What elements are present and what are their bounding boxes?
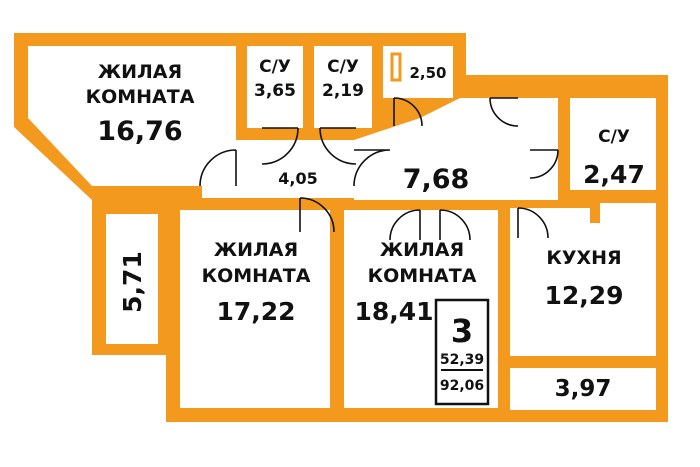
door-arc [199,149,237,187]
living-3-area: 18,41 [354,297,433,326]
living-2-line1: ЖИЛАЯ [214,239,298,261]
door-arc [393,97,423,127]
room-balcony [106,214,158,344]
room-loggia [510,368,656,410]
bath-1-area: 3,65 [254,81,296,101]
door-arc [353,149,391,187]
partition-niche-side [590,203,600,223]
closet-shelf [390,52,402,82]
hall-center-area: 7,68 [403,164,470,195]
bath-2-area: 2,19 [322,81,364,101]
door-arc [439,209,471,241]
summary-frame [434,298,490,406]
area-summary-box: 3 52,39 92,06 [434,298,490,406]
living-3-line1: ЖИЛАЯ [380,239,464,261]
bath-3-label: С/У [598,127,630,147]
room-bath-3 [570,98,656,190]
rooms-count: 3 [451,312,473,350]
doors [199,97,559,241]
total-area: 92,06 [440,378,484,394]
room-living-1 [28,46,236,186]
door-arc [299,197,335,233]
kitchen-area: 12,29 [544,281,623,310]
room-bath-1 [247,46,303,128]
room-hall-left [202,140,354,198]
partitions [570,190,656,223]
room-kitchen [510,208,656,356]
bath-1-label: С/У [259,57,291,77]
door-arc [261,127,299,165]
closet-area: 2,50 [409,64,446,82]
door-arc [489,97,519,127]
door-arc [319,127,357,165]
door-arc [389,209,421,241]
labels: ЖИЛАЯ КОМНАТА 16,76 С/У 3,65 С/У 2,19 2,… [86,52,645,402]
loggia-area: 3,97 [555,376,612,402]
living-2-line2: КОМНАТА [202,265,311,287]
kitchen-label: КУХНЯ [546,247,621,269]
bath-3-area: 2,47 [583,160,645,189]
door-arc [529,149,559,179]
balcony-area: 5,71 [118,251,147,313]
living-3-line2: КОМНАТА [368,265,477,287]
room-living-2 [180,210,330,408]
room-niche [600,203,656,223]
living-1-area: 16,76 [97,116,182,147]
door-arc [517,207,549,239]
bath-2-label: С/У [327,57,359,77]
living-2-area: 17,22 [216,297,295,326]
partition-bath3-bottom [570,190,656,203]
living-area-total: 52,39 [440,352,484,368]
living-1-line2: КОМНАТА [86,86,195,108]
living-1-line1: ЖИЛАЯ [98,61,182,83]
hall-left-area: 4,05 [278,169,317,188]
room-bath-2 [314,46,372,128]
